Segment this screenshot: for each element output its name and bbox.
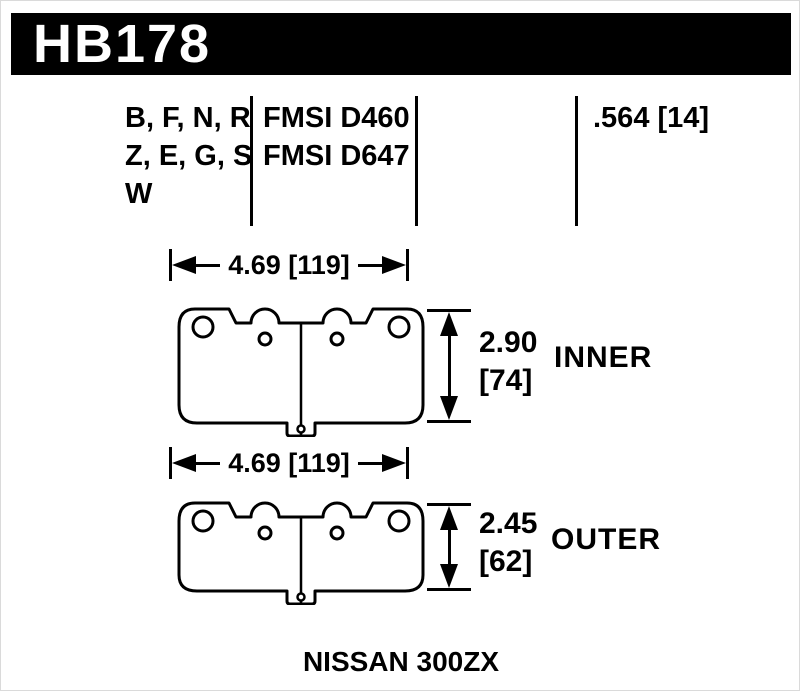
dim-extension-line: [169, 249, 172, 281]
arrow-down-icon: [440, 564, 458, 588]
inner-pad-hole-mid-left: [257, 331, 273, 347]
dim-line: [196, 263, 221, 267]
outer-pad-tab-hole: [296, 592, 306, 602]
inner-width-dimension: 4.69 [119]: [169, 249, 409, 281]
inner-height-mm: [74]: [479, 364, 533, 397]
outer-height-dimension: [427, 503, 471, 591]
dim-extension-line: [406, 447, 409, 479]
outer-height-in: 2.45: [479, 507, 538, 540]
inner-pad-hole-mid-right: [329, 331, 345, 347]
dim-extension-line: [427, 503, 471, 506]
pad-thickness: .564 [14]: [593, 102, 710, 134]
inner-pad-label: INNER: [554, 341, 653, 374]
spec-divider-2: [415, 96, 418, 226]
header-bar: HB178: [11, 13, 791, 75]
dim-line: [357, 263, 382, 267]
inner-height-dimension: [427, 309, 471, 423]
outer-pad-hole-mid-left: [257, 525, 273, 541]
fmsi-numbers: FMSI D460 FMSI D647: [263, 99, 410, 175]
dim-extension-line: [406, 249, 409, 281]
compound-codes-line2: Z, E, G, S: [125, 140, 253, 172]
arrow-left-icon: [172, 256, 196, 274]
arrow-left-icon: [172, 454, 196, 472]
spec-divider-3: [575, 96, 578, 226]
inner-pad-tab-hole: [296, 424, 306, 434]
dim-extension-line: [427, 420, 471, 423]
dim-extension-line: [427, 588, 471, 591]
dim-line: [447, 530, 451, 564]
spec-divider-1: [250, 96, 253, 226]
arrow-up-icon: [440, 312, 458, 336]
dim-extension-line: [169, 447, 172, 479]
outer-pad-hole-mid-right: [329, 525, 345, 541]
dim-line: [447, 336, 451, 396]
outer-pad-hole-right: [387, 509, 411, 533]
arrow-up-icon: [440, 506, 458, 530]
fmsi-line1: FMSI D460: [263, 102, 410, 134]
outer-width-label: 4.69 [119]: [228, 447, 350, 478]
part-number: HB178: [33, 14, 212, 74]
outer-pad-drawing: [177, 501, 425, 605]
dim-line: [357, 461, 382, 465]
arrow-right-icon: [382, 256, 406, 274]
vehicle-name: NISSAN 300ZX: [302, 646, 500, 677]
inner-width-label: 4.69 [119]: [228, 249, 350, 280]
outer-width-dimension: 4.69 [119]: [169, 447, 409, 479]
dim-extension-line: [427, 309, 471, 312]
outer-height-mm: [62]: [479, 545, 533, 578]
compound-codes-line3: W: [125, 178, 153, 210]
arrow-right-icon: [382, 454, 406, 472]
inner-height-in: 2.90: [479, 326, 538, 359]
outer-pad-hole-left: [191, 509, 215, 533]
outer-pad-label: OUTER: [551, 523, 661, 556]
inner-pad-hole-right: [387, 315, 411, 339]
dim-line: [196, 461, 221, 465]
compound-codes: B, F, N, R Z, E, G, S W: [125, 99, 252, 213]
inner-pad-hole-left: [191, 315, 215, 339]
inner-pad-drawing: [177, 307, 425, 437]
arrow-down-icon: [440, 396, 458, 420]
compound-codes-line1: B, F, N, R: [125, 102, 251, 134]
fmsi-line2: FMSI D647: [263, 140, 410, 172]
